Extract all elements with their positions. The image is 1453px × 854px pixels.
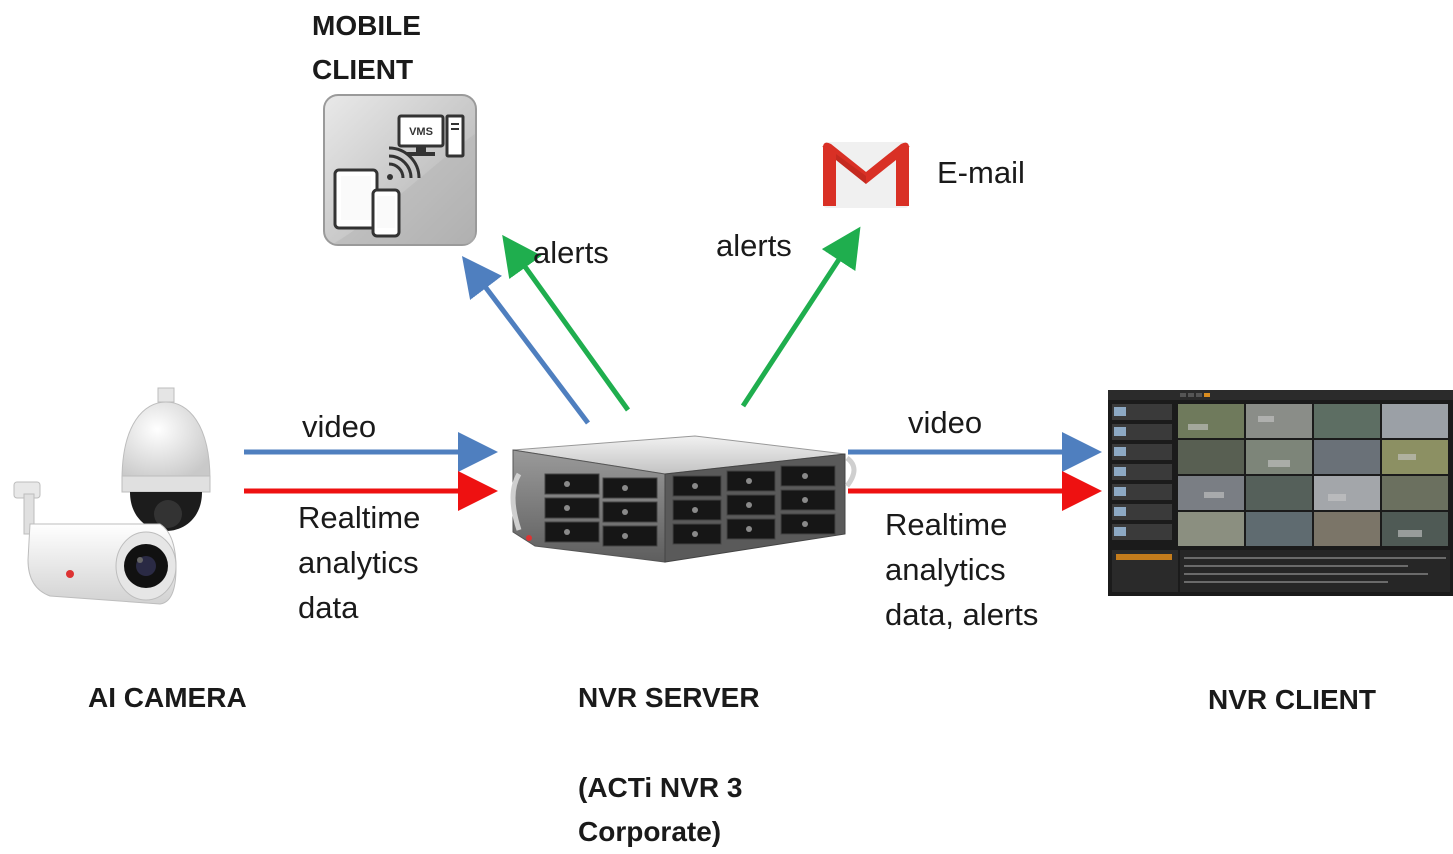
nvr-client-title: NVR CLIENT	[1208, 684, 1376, 715]
camera-image	[10, 384, 244, 610]
mobile-client-icon: VMS	[323, 94, 477, 246]
client-analytics-label: Realtime analytics data, alerts	[885, 507, 1039, 632]
email-alerts-label: alerts	[716, 228, 792, 263]
nvr-server-title: NVR SERVER	[578, 682, 760, 713]
vms-screen-label: VMS	[409, 126, 433, 138]
gmail-icon	[820, 140, 912, 210]
mobile-video-arrow	[461, 256, 590, 425]
email-alerts-arrow	[740, 226, 861, 408]
nvr-client-screen	[1108, 390, 1453, 596]
nvr-server-subtitle: (ACTi NVR 3 Corporate)	[578, 772, 743, 847]
camera-video-label: video	[302, 409, 377, 444]
mobile-client-title: MOBILE CLIENT	[312, 10, 421, 85]
mobile-alerts-label: alerts	[533, 235, 609, 270]
ai-camera-title: AI CAMERA	[88, 682, 247, 713]
mobile-alerts-arrow	[502, 234, 631, 412]
email-label: E-mail	[937, 155, 1025, 190]
camera-analytics-label: Realtime analytics data	[298, 500, 421, 625]
nvr-server-image	[505, 434, 863, 564]
client-video-label: video	[908, 405, 983, 440]
